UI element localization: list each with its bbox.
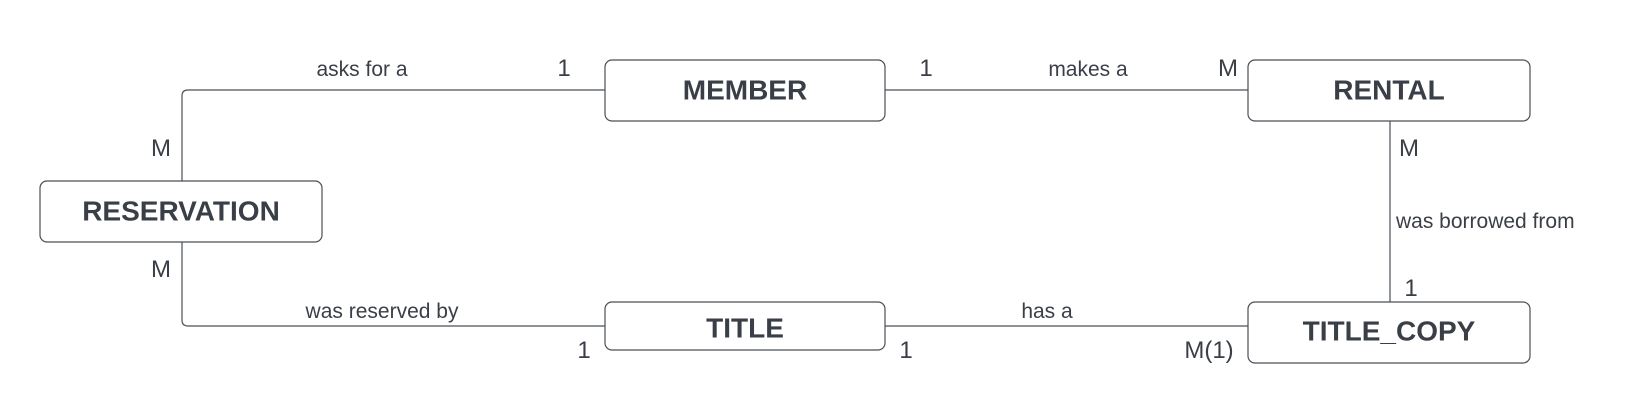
relationship-label-makes-a: makes a [1048, 58, 1128, 81]
cardinality-rental-makes: M [1218, 55, 1238, 82]
cardinality-title-reserved: 1 [577, 337, 590, 364]
entity-member-label: MEMBER [683, 75, 807, 106]
connector-reservation-title [181, 242, 605, 327]
cardinality-title-copy-has: M(1) [1184, 337, 1233, 364]
entity-title-copy[interactable]: TITLE_COPY [1247, 301, 1531, 364]
relationship-label-asks-for-a: asks for a [316, 58, 407, 81]
cardinality-rental-borrowed: M [1399, 135, 1419, 162]
cardinality-title-has: 1 [899, 337, 912, 364]
cardinality-member-asks: 1 [557, 55, 570, 82]
entity-reservation-label: RESERVATION [82, 196, 280, 227]
entity-reservation[interactable]: RESERVATION [39, 180, 323, 243]
entity-title-label: TITLE [706, 313, 784, 344]
entity-title[interactable]: TITLE [604, 301, 886, 351]
cardinality-reservation-asks: M [151, 135, 171, 162]
entity-rental-label: RENTAL [1333, 75, 1444, 106]
connector-reservation-member [181, 89, 605, 181]
relationship-label-was-borrowed-from: was borrowed from [1395, 210, 1575, 233]
entity-member[interactable]: MEMBER [604, 59, 886, 122]
relationship-label-was-reserved-by: was reserved by [305, 300, 459, 323]
cardinality-member-makes: 1 [919, 55, 932, 82]
cardinality-reservation-reserved: M [151, 256, 171, 283]
entity-rental[interactable]: RENTAL [1247, 59, 1531, 122]
entity-title-copy-label: TITLE_COPY [1303, 316, 1476, 347]
relationship-label-has-a: has a [1021, 300, 1073, 323]
cardinality-title-copy-borrowed: 1 [1404, 275, 1417, 302]
